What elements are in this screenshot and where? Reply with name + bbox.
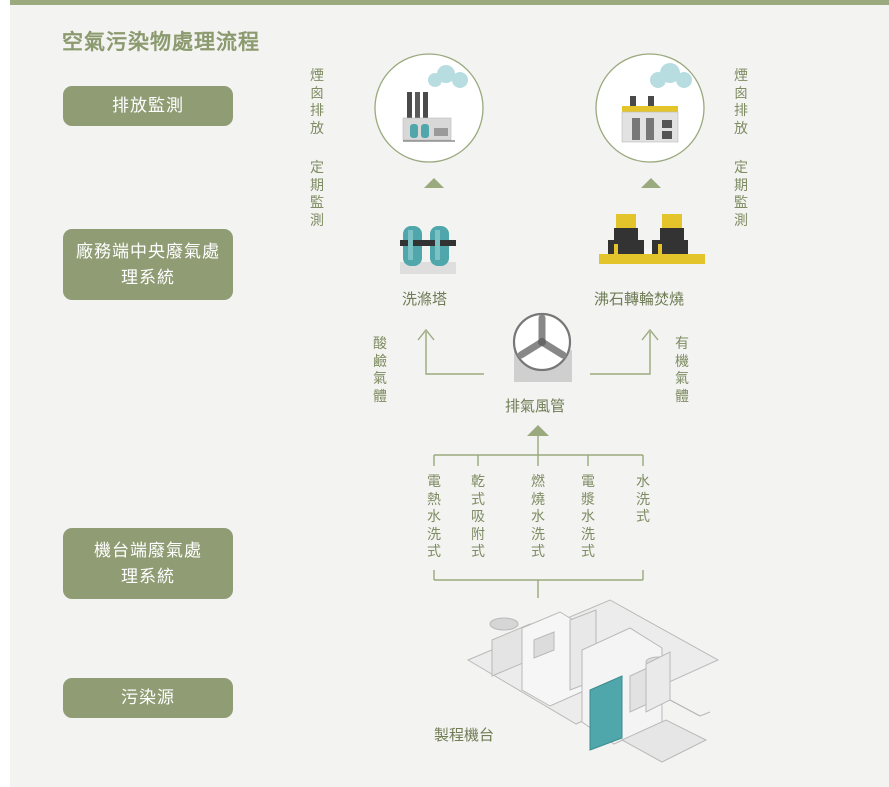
stage-label: 廠務端中央廢氣處理系統 bbox=[76, 241, 220, 288]
top-rule bbox=[10, 0, 889, 5]
branch-lines bbox=[417, 328, 659, 375]
right-monitor-note: 定期監測 bbox=[734, 160, 748, 229]
scrubber-label: 洗滌塔 bbox=[402, 290, 448, 308]
arrow-up-scrubber bbox=[424, 178, 444, 188]
method-electric-heat-wet: 電熱水洗式 bbox=[427, 474, 441, 560]
zeolite-rotor-label: 沸石轉輪焚燒 bbox=[594, 290, 685, 308]
right-stack-note: 煙囪排放 bbox=[734, 68, 748, 137]
method-plasma-wet: 電漿水洗式 bbox=[581, 474, 595, 560]
stage-label: 機台端廢氣處理系統 bbox=[94, 540, 202, 587]
flow-graphics bbox=[374, 53, 720, 763]
left-stack-note: 煙囪排放 bbox=[310, 68, 324, 137]
stage-emission-monitoring: 排放監測 bbox=[63, 86, 233, 126]
left-stack-circle bbox=[374, 53, 484, 163]
right-stack-circle bbox=[595, 53, 705, 163]
method-burn-wet: 燃燒水洗式 bbox=[531, 474, 545, 560]
diagram-panel: 空氣污染物處理流程 排放監測 廠務端中央廢氣處理系統 機台端廢氣處理系統 污染源 bbox=[10, 0, 889, 787]
method-dry-adsorption: 乾式吸附式 bbox=[471, 474, 485, 560]
process-tool-label: 製程機台 bbox=[434, 726, 495, 744]
stage-label: 排放監測 bbox=[112, 96, 184, 116]
scrubber-icon bbox=[400, 226, 456, 274]
stage-central-system: 廠務端中央廢氣處理系統 bbox=[63, 229, 233, 300]
left-monitor-note: 定期監測 bbox=[310, 160, 324, 229]
arrow-up-rotor bbox=[641, 178, 661, 188]
stage-tool-system: 機台端廢氣處理系統 bbox=[63, 528, 233, 599]
stage-pollution-source: 污染源 bbox=[63, 678, 233, 718]
organic-gas-label: 有機氣體 bbox=[675, 336, 689, 405]
stage-label: 污染源 bbox=[121, 688, 175, 708]
acid-base-gas-label: 酸鹼氣體 bbox=[373, 336, 387, 405]
method-wet: 水洗式 bbox=[636, 474, 650, 525]
page-title: 空氣污染物處理流程 bbox=[62, 30, 260, 54]
process-tool-illustration bbox=[466, 599, 720, 763]
methods-bracket bbox=[433, 436, 644, 598]
exhaust-fan-icon bbox=[512, 312, 572, 382]
exhaust-duct-label: 排氣風管 bbox=[505, 397, 566, 415]
arrow-up-duct bbox=[527, 425, 549, 436]
zeolite-rotor-icon bbox=[599, 214, 705, 264]
